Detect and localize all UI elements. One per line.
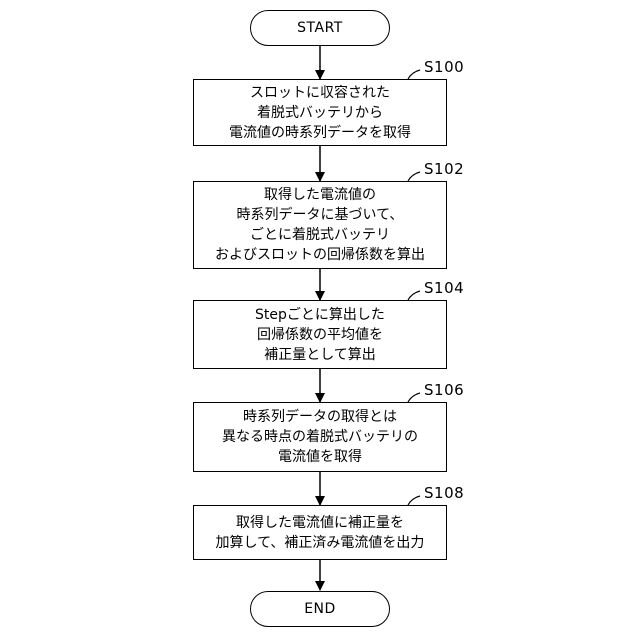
leader-s104 <box>408 291 420 300</box>
step-s100-line-1: スロットに収容された <box>250 83 390 103</box>
leader-s100 <box>408 70 420 79</box>
step-box-s106: 時系列データの取得とは 異なる時点の着脱式バッテリの 電流値を取得 <box>193 402 447 472</box>
step-s108-line-1: 取得した電流値に補正量を <box>236 513 404 533</box>
step-s104-line-1: Stepごとに算出した <box>255 305 385 325</box>
step-s104-line-2: 回帰係数の平均値を <box>257 325 383 345</box>
end-terminal: END <box>250 591 390 627</box>
step-box-s104: Stepごとに算出した 回帰係数の平均値を 補正量として算出 <box>193 300 447 369</box>
leader-s108 <box>408 496 420 505</box>
step-s102-line-4: およびスロットの回帰係数を算出 <box>215 245 425 265</box>
step-id-s108: S108 <box>424 484 464 502</box>
step-id-s102: S102 <box>424 160 464 178</box>
step-s106-line-1: 時系列データの取得とは <box>243 407 397 427</box>
step-s104-line-3: 補正量として算出 <box>264 345 376 365</box>
step-s100-line-2: 着脱式バッテリから <box>257 103 383 123</box>
start-label: START <box>297 20 343 36</box>
step-id-s104: S104 <box>424 279 464 297</box>
step-s108-line-2: 加算して、補正済み電流値を出力 <box>216 533 425 553</box>
step-s100-line-3: 電流値の時系列データを取得 <box>229 123 411 143</box>
start-terminal: START <box>250 10 390 46</box>
step-s106-line-3: 電流値を取得 <box>278 447 362 467</box>
step-id-s106: S106 <box>424 381 464 399</box>
step-box-s108: 取得した電流値に補正量を 加算して、補正済み電流値を出力 <box>193 505 447 560</box>
step-s102-line-1: 取得した電流値の <box>264 185 376 205</box>
leader-s106 <box>408 393 420 402</box>
step-id-s100: S100 <box>424 58 464 76</box>
step-box-s100: スロットに収容された 着脱式バッテリから 電流値の時系列データを取得 <box>193 79 447 146</box>
leader-s102 <box>408 172 420 181</box>
end-label: END <box>304 601 336 617</box>
step-s106-line-2: 異なる時点の着脱式バッテリの <box>222 427 418 447</box>
step-s102-line-2: 時系列データに基づいて、 <box>237 205 404 225</box>
step-s102-line-3: ごとに着脱式バッテリ <box>250 225 390 245</box>
step-box-s102: 取得した電流値の 時系列データに基づいて、 ごとに着脱式バッテリ およびスロット… <box>193 181 447 269</box>
